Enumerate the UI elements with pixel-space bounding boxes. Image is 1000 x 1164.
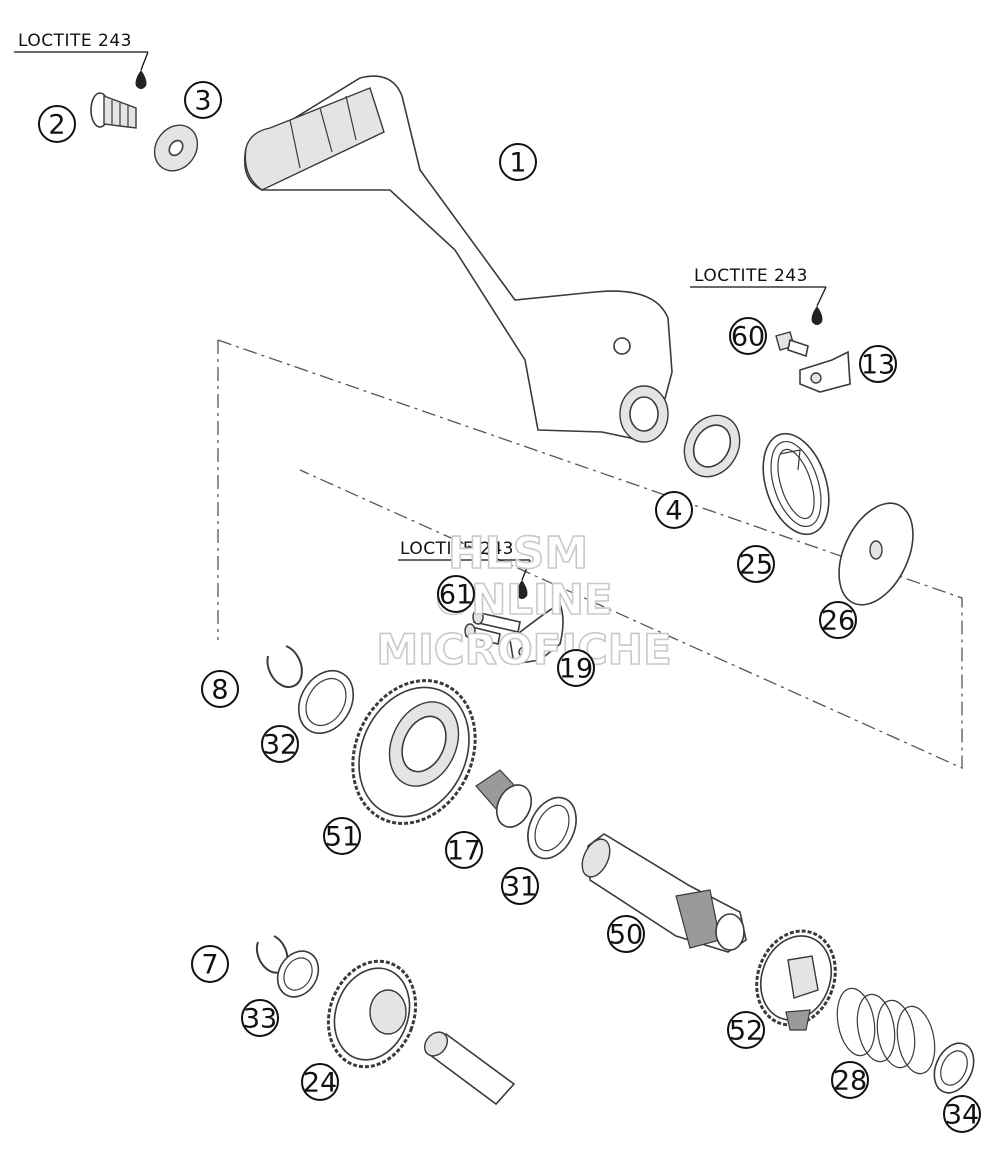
callout-33: 33 xyxy=(241,999,279,1037)
adhesive-drop-icon xyxy=(811,306,823,325)
callout-26: 26 xyxy=(819,601,857,639)
loctite-label-right: LOCTITE 243 xyxy=(690,266,827,325)
callout-61: 61 xyxy=(437,575,475,613)
svg-text:8: 8 xyxy=(211,675,228,706)
loctite-label-top-left: LOCTITE 243 xyxy=(14,31,149,89)
gear-24 xyxy=(326,959,418,1069)
svg-text:32: 32 xyxy=(263,730,297,761)
svg-text:34: 34 xyxy=(945,1100,979,1131)
svg-text:19: 19 xyxy=(559,654,593,685)
loctite-label-center: LOCTITE 243 xyxy=(398,539,531,599)
callout-2: 2 xyxy=(38,105,76,143)
callout-34: 34 xyxy=(943,1095,981,1133)
callout-1: 1 xyxy=(499,143,537,181)
bolt-60 xyxy=(775,331,809,358)
callout-17: 17 xyxy=(445,831,483,869)
callout-28: 28 xyxy=(831,1061,869,1099)
svg-text:61: 61 xyxy=(439,580,473,611)
svg-text:26: 26 xyxy=(821,606,855,637)
gear-pin xyxy=(423,1031,516,1106)
washer-34 xyxy=(933,1042,975,1094)
washer-32 xyxy=(297,670,355,734)
ratchet-guide-19 xyxy=(509,602,564,665)
screw-2 xyxy=(90,92,137,129)
callout-4: 4 xyxy=(655,491,693,529)
svg-text:51: 51 xyxy=(325,822,359,853)
callout-13: 13 xyxy=(859,345,897,383)
svg-text:24: 24 xyxy=(303,1068,337,1099)
needle-bearing-17 xyxy=(475,769,533,828)
callout-50: 50 xyxy=(607,915,645,953)
callout-7: 7 xyxy=(191,945,229,983)
svg-text:3: 3 xyxy=(194,86,211,117)
adhesive-drop-icon xyxy=(135,70,147,89)
svg-text:31: 31 xyxy=(503,872,537,903)
svg-text:33: 33 xyxy=(243,1004,277,1035)
svg-text:25: 25 xyxy=(739,550,773,581)
disk-26 xyxy=(838,502,914,606)
svg-text:2: 2 xyxy=(48,110,65,141)
svg-text:13: 13 xyxy=(861,350,895,381)
callout-31: 31 xyxy=(501,867,539,905)
svg-text:4: 4 xyxy=(665,496,682,527)
loctite-text: LOCTITE 243 xyxy=(18,31,132,51)
loctite-text: LOCTITE 243 xyxy=(400,539,514,559)
circlip-8 xyxy=(266,645,303,689)
loctite-text: LOCTITE 243 xyxy=(694,266,808,286)
bracket-13 xyxy=(799,350,851,393)
washer-3 xyxy=(153,124,199,172)
kickstarter-shaft-50 xyxy=(581,833,747,953)
svg-text:7: 7 xyxy=(201,950,218,981)
spring-28 xyxy=(836,987,936,1075)
svg-text:1: 1 xyxy=(509,148,526,179)
callout-52: 52 xyxy=(727,1011,765,1049)
svg-text:52: 52 xyxy=(729,1016,763,1047)
callout-19: 19 xyxy=(557,649,595,687)
callout-8: 8 xyxy=(201,670,239,708)
svg-text:28: 28 xyxy=(833,1066,867,1097)
washer-4 xyxy=(683,414,741,478)
svg-text:50: 50 xyxy=(609,920,643,951)
gear-51 xyxy=(351,679,477,825)
watermark: HLSM ONLINE MICROFICHE xyxy=(376,527,673,675)
screws-61 xyxy=(464,609,521,645)
washer-33 xyxy=(276,950,320,998)
kickstarter-lever xyxy=(243,75,673,443)
callout-25: 25 xyxy=(737,545,775,583)
ratchet-gear-52 xyxy=(755,929,837,1031)
washer-31 xyxy=(527,796,577,860)
svg-text:17: 17 xyxy=(447,836,481,867)
spring-25 xyxy=(762,432,830,536)
assembly-centerline xyxy=(217,339,963,770)
adhesive-drop-icon xyxy=(516,580,528,599)
callout-24: 24 xyxy=(301,1063,339,1101)
callout-3: 3 xyxy=(184,81,222,119)
watermark-line-3: MICROFICHE xyxy=(376,625,671,674)
watermark-line-1: HLSM xyxy=(448,528,588,579)
callout-60: 60 xyxy=(729,317,767,355)
callout-32: 32 xyxy=(261,725,299,763)
svg-text:60: 60 xyxy=(731,322,765,353)
callout-51: 51 xyxy=(323,817,361,855)
